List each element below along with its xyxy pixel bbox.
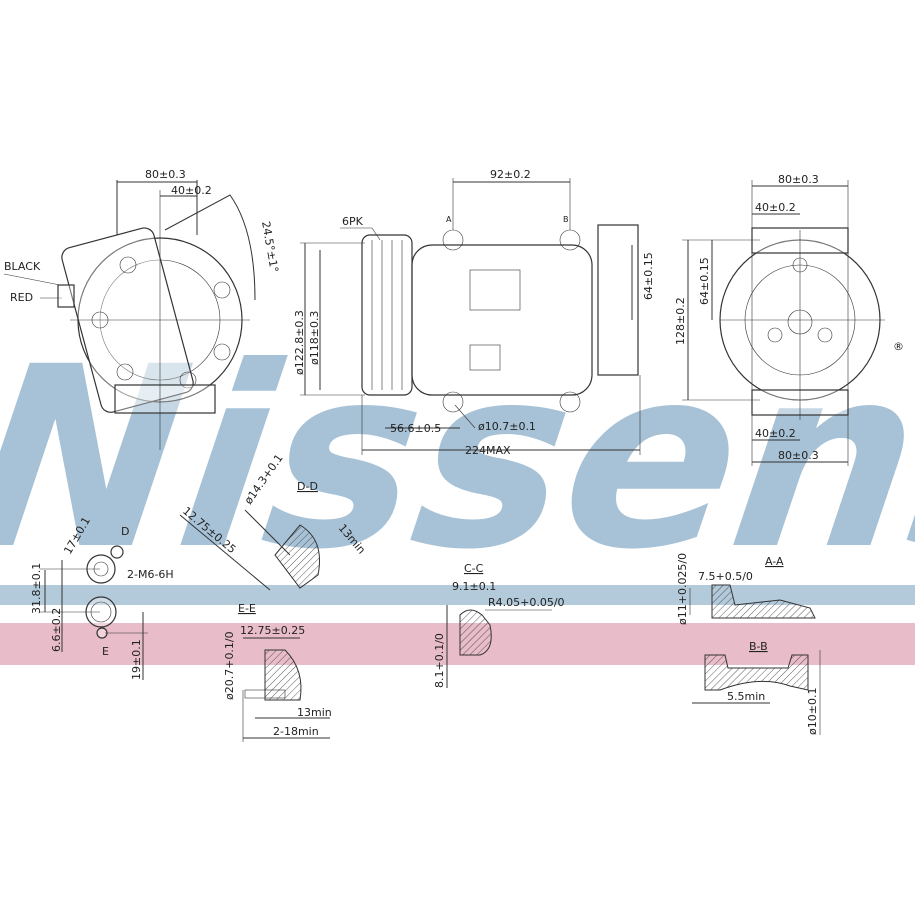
dim-13: 13min <box>297 706 332 719</box>
registered-mark: ® <box>893 340 904 353</box>
dim-half: 40±0.2 <box>171 184 212 197</box>
dim-7: 7.5+0.5/0 <box>698 570 753 583</box>
wire-black: BLACK <box>4 260 41 273</box>
label-d: D <box>121 525 129 538</box>
band-blue <box>0 585 915 605</box>
title: A-A <box>765 555 784 568</box>
dim-56: 56.6±0.5 <box>390 422 441 435</box>
dim-top: 92±0.2 <box>490 168 531 181</box>
side-view: 6PK 92±0.2 ø122.8±0.3 ø118±0.3 56.6±0.5 … <box>293 168 655 457</box>
wire-red: RED <box>10 291 33 304</box>
label-e: E <box>102 645 109 658</box>
dim-6: 6.6±0.2 <box>50 608 63 652</box>
dia-inner: ø118±0.3 <box>308 311 321 365</box>
dia-hole: ø10.7±0.1 <box>478 420 536 433</box>
title: D-D <box>297 480 318 493</box>
watermark-logo: Nissens <box>0 314 915 605</box>
thread: 2-M6-6H <box>127 568 174 581</box>
dim-width: 80±0.3 <box>145 168 186 181</box>
dia-outer: ø122.8±0.3 <box>293 310 306 375</box>
length: 224MAX <box>465 444 511 457</box>
dim-half-top: 40±0.2 <box>755 201 796 214</box>
section-cc: C-C 9.1±0.1 R4.05+0.05/0 8.1+0.1/0 <box>433 562 565 688</box>
dim-12: 12.75±0.25 <box>240 624 305 637</box>
dim-31: 31.8±0.1 <box>30 563 43 614</box>
dim-9: 9.1±0.1 <box>452 580 496 593</box>
section-ee: E-E 12.75±0.25 ø20.7+0.1/0 13min 2-18min <box>223 602 332 742</box>
radius: R4.05+0.05/0 <box>488 596 565 609</box>
band-pink <box>0 623 915 665</box>
dia: ø20.7+0.1/0 <box>223 631 236 700</box>
section-b-mark: B <box>563 215 569 224</box>
title: C-C <box>464 562 484 575</box>
section-bb: B-B 5.5min ø10±0.1 <box>692 640 821 735</box>
section-aa: A-A 7.5+0.5/0 ø11+0.025/0 <box>676 553 816 625</box>
dim-18: 2-18min <box>273 725 319 738</box>
dia: ø10±0.1 <box>806 688 819 735</box>
section-a-mark: A <box>446 215 452 224</box>
dia: ø11+0.025/0 <box>676 553 689 625</box>
dim-angle: 24.5°±1° <box>259 220 281 273</box>
dim-64: 64±0.15 <box>698 257 711 305</box>
title: B-B <box>749 640 768 653</box>
port-view: 17±0.1 2-M6-6H 31.8±0.1 6.6±0.2 19±0.1 D… <box>30 515 174 680</box>
dim-width-top: 80±0.3 <box>778 173 819 186</box>
dim-8: 8.1+0.1/0 <box>433 633 446 688</box>
title: E-E <box>238 602 256 615</box>
dim-64: 64±0.15 <box>642 252 655 300</box>
dim-width-bottom: 80±0.3 <box>778 449 819 462</box>
dim-128: 128±0.2 <box>674 297 687 345</box>
dim-half-bottom: 40±0.2 <box>755 427 796 440</box>
dim-19: 19±0.1 <box>130 639 143 680</box>
dim-5: 5.5min <box>727 690 765 703</box>
pulley-label: 6PK <box>342 215 364 228</box>
right-view: 80±0.3 40±0.2 64±0.15 128±0.2 40±0.2 80±… <box>674 173 885 466</box>
